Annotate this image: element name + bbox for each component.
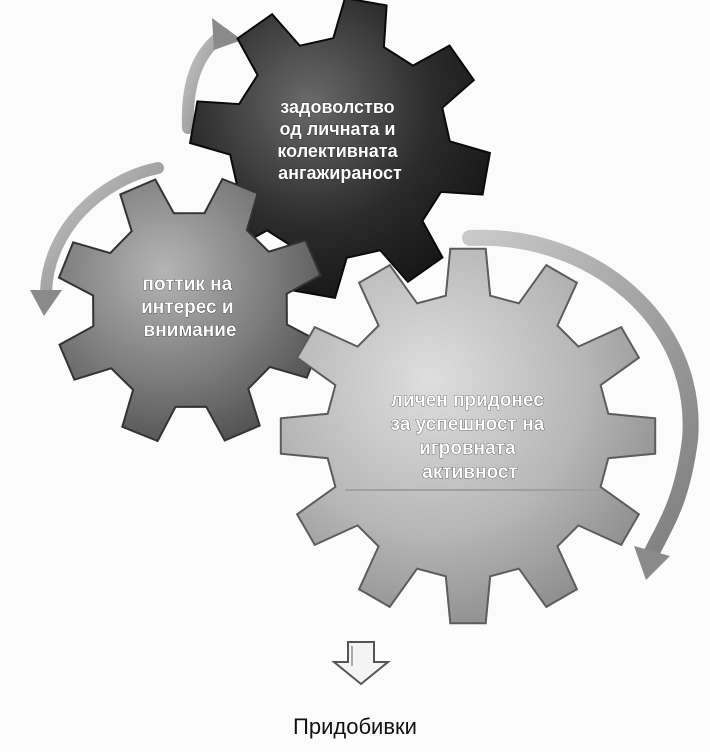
gear-bottom-line-1: личен придонес: [391, 390, 544, 411]
cycle-arrow-top-head: [212, 18, 242, 50]
gear-top-label: задоволство од личната и колективната ан…: [277, 97, 402, 183]
gear-top-line-3: колективната: [277, 141, 398, 161]
gear-top-line-4: ангажираност: [278, 163, 402, 183]
cycle-arrow-right: [462, 229, 699, 560]
gear-left-line-1: поттик на: [142, 274, 232, 295]
gear-bottom-line-4: активност: [422, 462, 517, 483]
gear-top-line-2: од личната и: [280, 119, 396, 139]
cycle-arrow-right-head: [634, 546, 670, 580]
gear-left-line-3: внимание: [144, 320, 237, 341]
cycle-arrow-left-head: [30, 290, 62, 316]
result-down-arrow-icon: [331, 641, 391, 686]
gear-bottom-line-3: игровната: [419, 438, 516, 459]
gear-bottom: [279, 247, 657, 625]
gear-top: [188, 0, 492, 300]
gear-bottom-label: личен придонес за успешност на игровната…: [391, 390, 550, 483]
gear-left: [57, 177, 323, 443]
gear-bottom-line-2: за успешност на: [391, 414, 545, 435]
result-label: Придобивки: [293, 714, 417, 739]
gear-left-line-2: интерес и: [141, 297, 233, 318]
cycle-arrow-left: [40, 162, 164, 298]
gear-top-line-1: задоволство: [280, 97, 394, 117]
gear-left-label: поттик на интерес и внимание: [141, 274, 239, 341]
